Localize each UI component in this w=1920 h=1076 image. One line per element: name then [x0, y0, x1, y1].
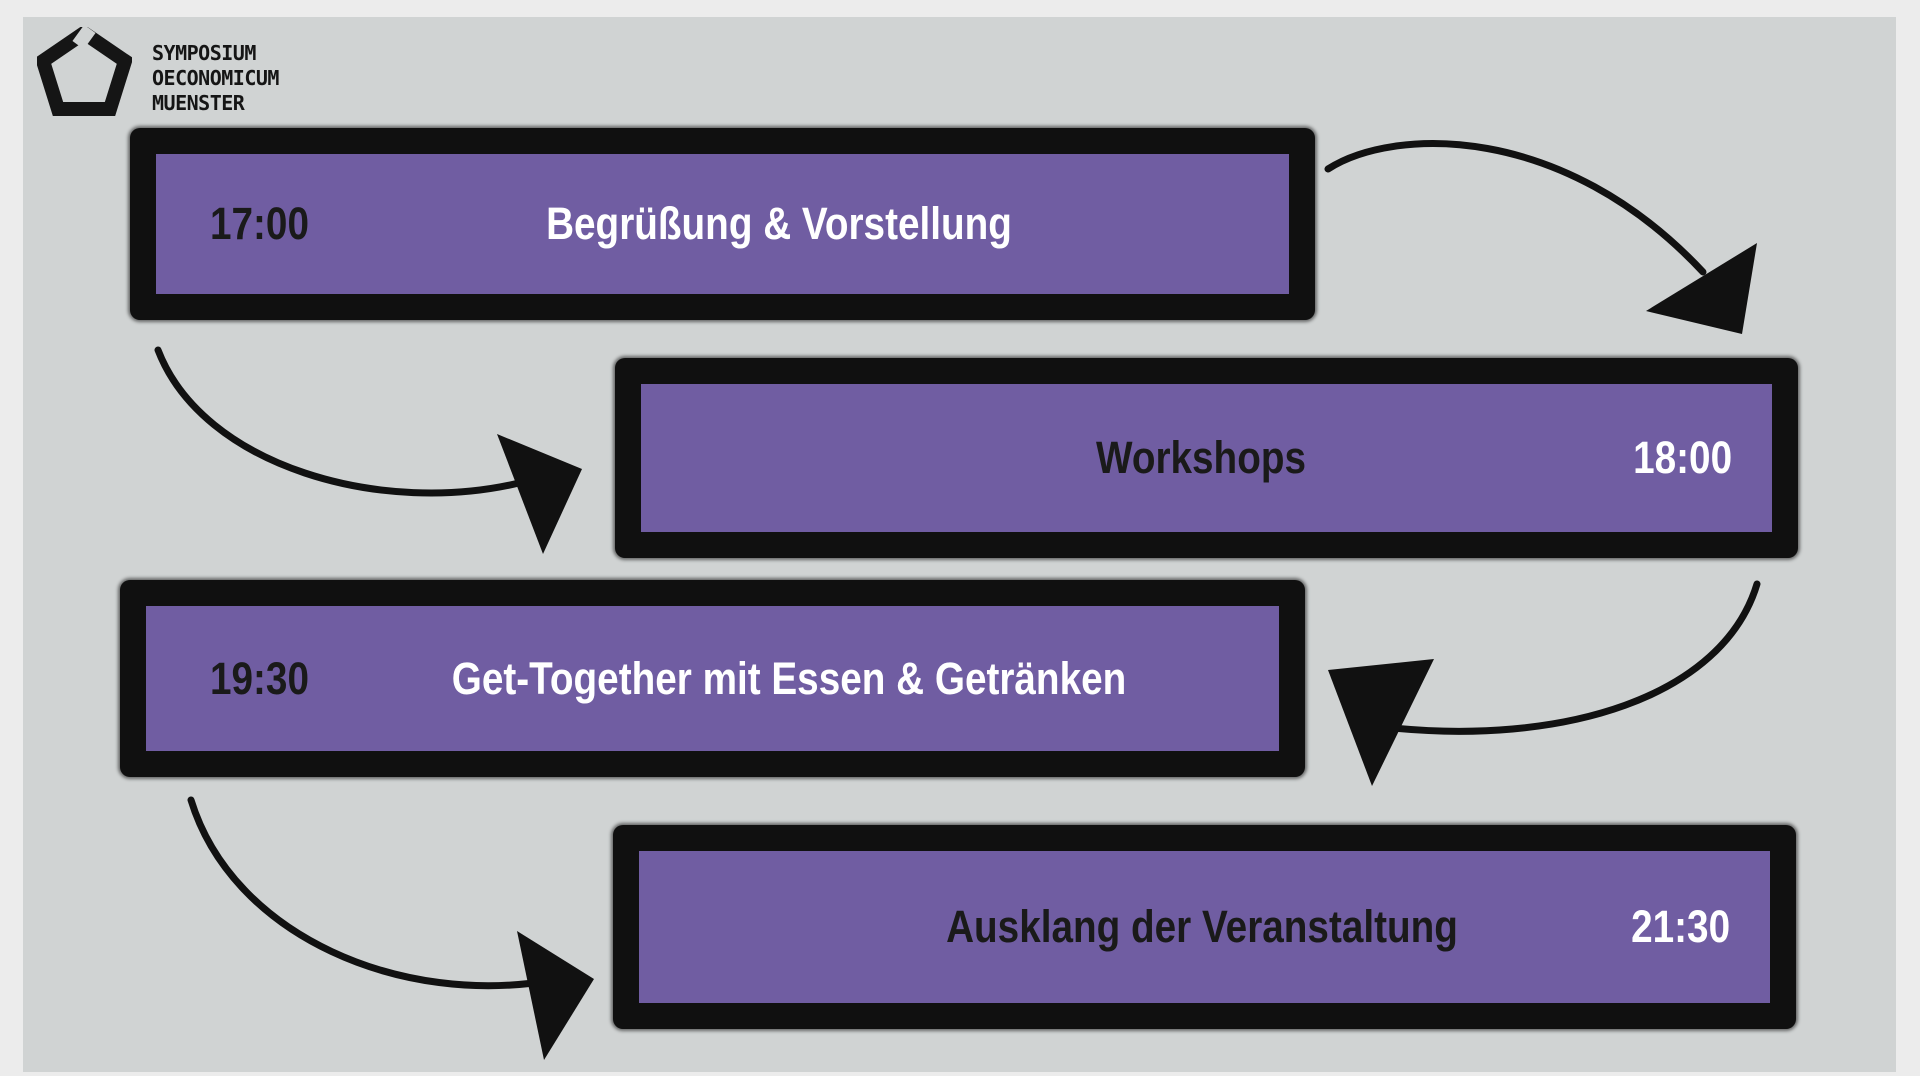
arrow-curve-1 — [1324, 140, 1707, 276]
schedule-item-4-time: 21:30 — [1631, 901, 1730, 952]
pentagon-logo-icon — [37, 27, 132, 116]
slide: Symposium Oeconomicum Muenster 17:00 Beg… — [23, 17, 1896, 1072]
schedule-item-3-time: 19:30 — [210, 652, 309, 704]
schedule-item-1: 17:00 Begrüßung & Vorstellung — [130, 128, 1315, 320]
logo-line-3: Muenster — [152, 91, 245, 115]
schedule-item-2: Workshops 18:00 — [615, 358, 1798, 558]
schedule-item-2-time: 18:00 — [1633, 432, 1732, 483]
schedule-item-4-label: Ausklang der Veranstaltung — [946, 901, 1458, 952]
arrow-head-2 — [497, 434, 582, 554]
logo-text: Symposium Oeconomicum Muenster — [152, 41, 279, 116]
schedule-item-3: 19:30 Get-Together mit Essen & Getränken — [120, 580, 1305, 777]
schedule-item-1-label: Begrüßung & Vorstellung — [546, 198, 1012, 249]
arrow-head-4 — [517, 931, 594, 1060]
schedule-item-3-label: Get-Together mit Essen & Getränken — [451, 652, 1127, 704]
arrow-curve-3 — [1379, 580, 1761, 735]
schedule-item-2-label: Workshops — [1095, 432, 1307, 483]
logo: Symposium Oeconomicum Muenster — [37, 27, 337, 127]
arrow-curve-4 — [187, 796, 557, 990]
logo-line-2: Oeconomicum — [152, 66, 279, 90]
flow-arrows — [154, 140, 1761, 1060]
logo-line-1: Symposium — [152, 41, 256, 65]
arrow-head-1 — [1646, 243, 1757, 334]
schedule-item-1-time: 17:00 — [210, 198, 309, 249]
schedule-item-4: Ausklang der Veranstaltung 21:30 — [613, 825, 1796, 1029]
arrow-head-3 — [1328, 659, 1434, 786]
arrow-curve-2 — [154, 346, 527, 497]
